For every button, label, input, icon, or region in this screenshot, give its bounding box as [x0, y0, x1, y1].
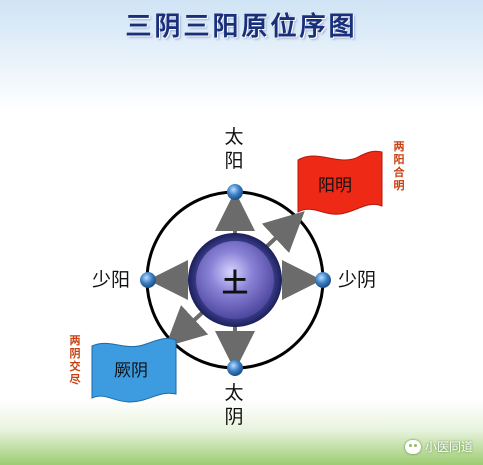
label-bottom-char-1: 太: [224, 382, 244, 404]
label-left-shaoyang: 少阳: [92, 269, 131, 291]
note-yangming-char-4: 明: [393, 179, 405, 192]
note-jueyin-char-1: 两: [69, 334, 81, 347]
label-top-char-2: 阳: [224, 150, 244, 172]
label-bottom-taiyin: 太 阴: [222, 381, 246, 429]
label-top-char-1: 太: [224, 126, 244, 148]
flag-jueyin: [91, 337, 177, 403]
flag-yangming: [297, 150, 383, 215]
wechat-icon: [404, 439, 421, 454]
page-title: 三阴三阳原位序图: [125, 12, 358, 42]
label-right-shaoyin: 少阴: [338, 269, 377, 291]
node-right: [315, 272, 331, 288]
note-yangming-char-2: 阳: [393, 153, 405, 166]
flag-jueyin-label: 厥阴: [114, 361, 148, 381]
watermark: 小医同道: [404, 438, 473, 455]
node-top: [227, 184, 243, 200]
label-bottom-char-2: 阴: [224, 406, 244, 428]
node-left: [140, 272, 156, 288]
flag-yangming-label: 阳明: [318, 176, 352, 196]
note-jueyin-char-4: 尽: [69, 373, 81, 386]
label-top-taiyang: 太 阳: [222, 125, 246, 173]
node-bottom: [227, 360, 243, 376]
note-yangming-char-3: 合: [393, 166, 405, 179]
arrow-lower-left: [165, 305, 209, 347]
note-jueyin-char-3: 交: [69, 360, 81, 373]
note-yangming: 两 阳 合 明: [392, 140, 406, 192]
note-jueyin: 两 阴 交 尽: [68, 334, 82, 386]
arrow-upper-right: [261, 211, 305, 253]
note-jueyin-char-2: 阴: [69, 347, 81, 360]
arrows: [148, 191, 322, 371]
note-yangming-char-1: 两: [393, 140, 405, 153]
center-label: 土: [221, 269, 248, 299]
watermark-text: 小医同道: [424, 440, 473, 454]
center-disc: [196, 241, 274, 319]
